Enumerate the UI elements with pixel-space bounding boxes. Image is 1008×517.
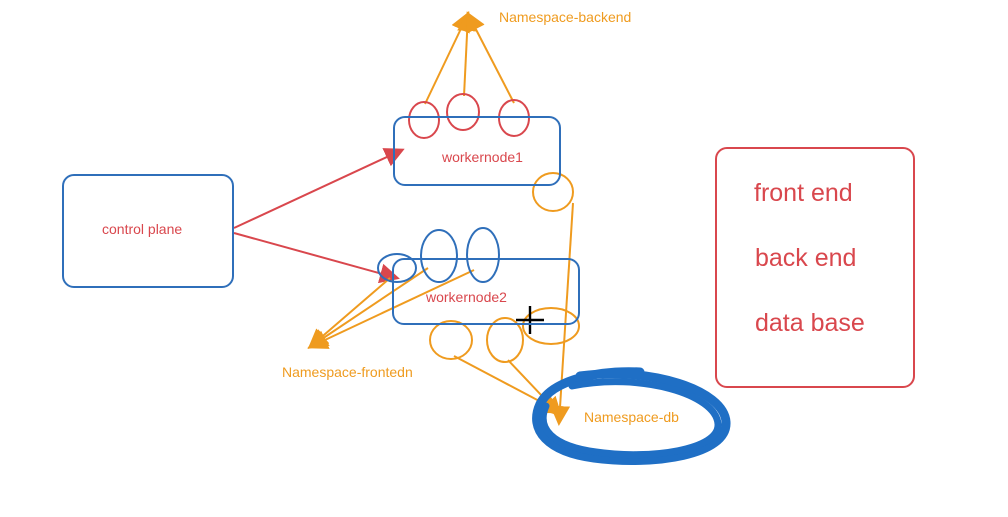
pod-backend-3 <box>498 99 530 137</box>
pod-frontend-1 <box>377 253 417 283</box>
pod-db-worker2-b <box>486 317 524 363</box>
legend-item-data-base: data base <box>755 309 865 337</box>
pod-backend-1 <box>408 101 440 139</box>
arrow-control-to-worker2 <box>233 232 400 284</box>
namespace-backend-label: Namespace-backend <box>499 9 632 25</box>
legend-box: front end back end data base <box>715 147 915 388</box>
control-plane-label: control plane <box>102 221 183 237</box>
namespace-db-highlight <box>532 367 731 465</box>
namespace-db-label: Namespace-db <box>584 409 679 425</box>
arrow-frontend-pod1 <box>307 277 391 349</box>
pod-frontend-2 <box>420 229 458 283</box>
worker-node-2: workernode2 <box>392 258 580 325</box>
pod-db-worker1 <box>532 172 574 212</box>
arrow-backend-pod3 <box>466 11 515 104</box>
legend-item-front-end: front end <box>754 179 853 207</box>
pod-backend-2 <box>446 93 480 131</box>
worker-node-1-label: workernode1 <box>442 149 523 165</box>
pod-frontend-3 <box>466 227 500 283</box>
arrow-backend-pod2 <box>457 11 478 97</box>
arrow-frontend-pod2 <box>307 267 429 349</box>
legend-item-back-end: back end <box>755 244 857 272</box>
crosshair-cursor-icon <box>516 306 544 334</box>
arrow-control-to-worker1 <box>233 148 405 229</box>
namespace-frontend-label: Namespace-frontedn <box>282 364 413 380</box>
arrow-backend-pod1 <box>424 11 470 105</box>
pod-db-worker2-a <box>429 320 473 360</box>
worker-node-1: workernode1 <box>393 116 561 186</box>
worker-node-2-label: workernode2 <box>426 289 507 305</box>
arrow-db-from-worker2-pod-b <box>507 359 563 418</box>
control-plane-node: control plane <box>62 174 234 288</box>
pod-db-worker2-c <box>522 307 580 345</box>
